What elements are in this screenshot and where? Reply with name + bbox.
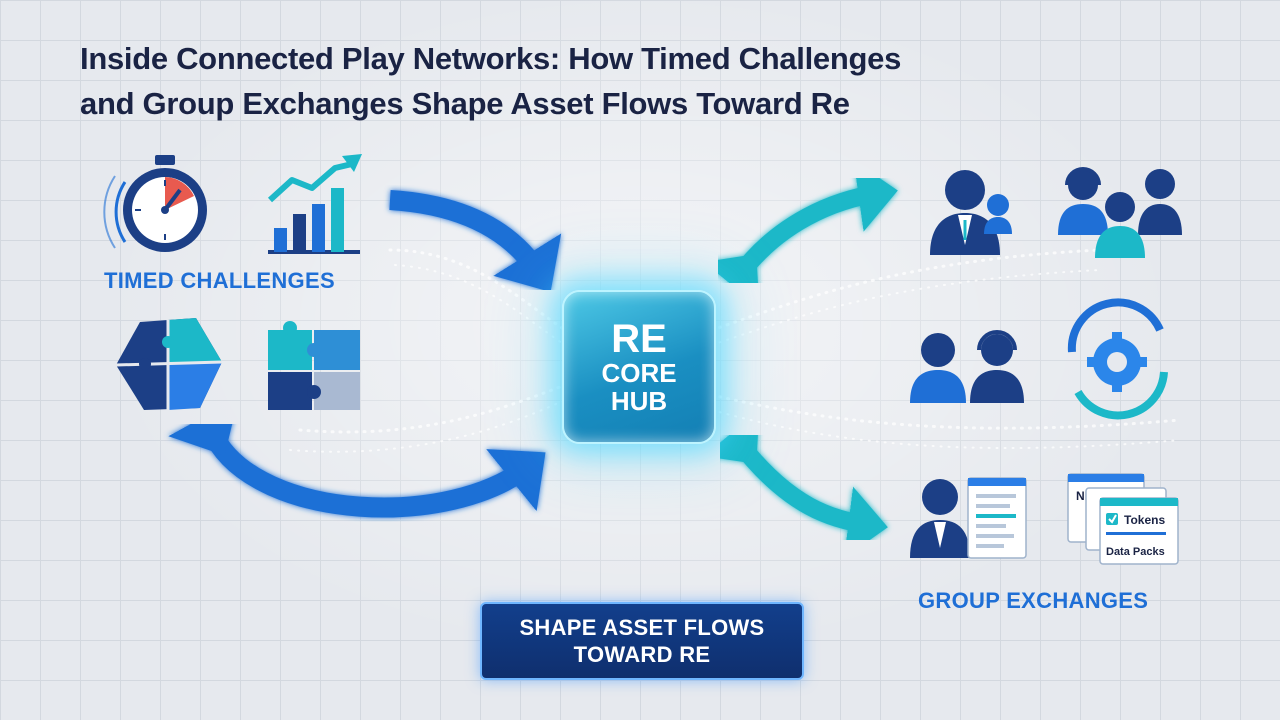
re-core-hub: RE CORE HUB [562,290,716,444]
tokens-card-label: Tokens [1124,513,1165,527]
arrow-bottom-right [703,410,888,559]
teal-arrows [703,160,898,559]
title-line-2: and Group Exchanges Shape Asset Flows To… [80,86,850,121]
group-exchanges-label: GROUP EXCHANGES [918,588,1149,613]
result-line-1: SHAPE ASSET FLOWS [519,615,765,640]
data-packs-card-label: Data Packs [1106,546,1165,558]
hub-line-2: CORE [601,358,677,388]
hub-line-3: HUB [610,386,668,416]
gear-cycle-icon [1067,298,1168,420]
result-line-2: TOWARD RE [573,642,711,667]
page-title: Inside Connected Play Networks: How Time… [80,36,1200,126]
hub-line-1: RE [611,317,667,361]
stopwatch-icon [103,155,207,252]
support-team-icon [1058,167,1182,258]
person-document-icon [910,477,1027,559]
result-box: SHAPE ASSET FLOWS TOWARD RE [480,602,804,680]
business-people-icon [930,170,1012,255]
timed-challenges-label: TIMED CHALLENGES [104,268,335,293]
growth-chart-icon [267,154,362,254]
particle-streams [289,248,1182,453]
blue-arrows [168,190,680,577]
puzzle-square-icon [268,321,360,410]
puzzle-hexagon-icon [115,318,223,410]
arrow-top-right [703,160,898,308]
arrow-into-hub [389,190,562,292]
asset-cards-icon: NFTs Tokens Data Packs [1067,473,1179,565]
title-line-1: Inside Connected Play Networks: How Time… [80,41,902,76]
arrow-loop-bottom [168,397,546,518]
people-pair-icon [910,330,1024,403]
